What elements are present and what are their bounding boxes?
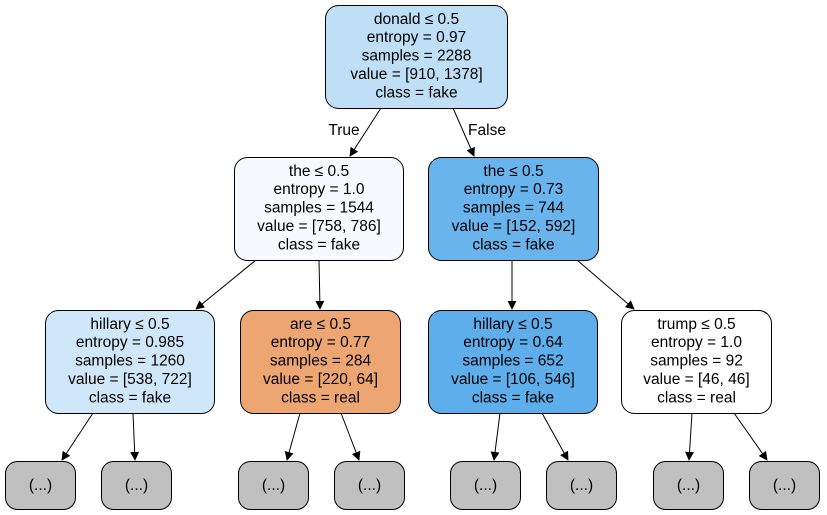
truncated-node-rl-b: (...) (546, 461, 617, 510)
entropy-label: entropy = 0.77 (271, 334, 371, 351)
entropy-label: entropy = 0.97 (367, 29, 467, 46)
node-box (749, 461, 820, 510)
node-box (101, 461, 172, 510)
truncated-label: (...) (677, 477, 700, 494)
value-label: value = [46, 46] (643, 371, 749, 388)
class-label: class = fake (278, 236, 360, 253)
truncated-node-ll-b: (...) (101, 461, 172, 510)
edge-arrow-rl-rl-a (490, 412, 501, 461)
split-condition: hillary ≤ 0.5 (473, 316, 552, 333)
node-box (653, 461, 724, 510)
class-label: class = fake (472, 389, 554, 406)
value-label: value = [758, 786] (257, 218, 381, 235)
split-condition: trump ≤ 0.5 (657, 316, 735, 333)
class-label: class = fake (89, 389, 171, 406)
edge-arrow-ll-ll-a (61, 412, 94, 461)
samples-label: samples = 1260 (75, 353, 185, 370)
split-condition: are ≤ 0.5 (290, 316, 351, 333)
samples-label: samples = 1544 (264, 200, 374, 217)
class-label: class = real (281, 389, 360, 406)
node-box (234, 157, 404, 261)
edge-arrow-l-lr (315, 259, 325, 310)
edge-arrow-rl-rl-b (541, 412, 569, 461)
value-label: value = [152, 592] (452, 218, 576, 235)
split-condition: the ≤ 0.5 (289, 163, 349, 180)
edge-arrow-r-rr (576, 259, 635, 310)
entropy-label: entropy = 0.64 (463, 334, 563, 351)
truncated-label: (...) (474, 477, 497, 494)
entropy-label: entropy = 1.0 (274, 181, 365, 198)
edge-arrow-root-l (349, 107, 382, 157)
split-condition: hillary ≤ 0.5 (90, 316, 169, 333)
truncated-node-lr-b: (...) (334, 461, 405, 510)
node-box (334, 461, 405, 510)
edge-label-true: True (328, 122, 359, 139)
truncated-node-lr-a: (...) (238, 461, 309, 510)
truncated-label: (...) (125, 477, 148, 494)
class-label: class = fake (472, 236, 554, 253)
edge-arrow-rr-rr-a (685, 412, 695, 461)
truncated-label: (...) (773, 477, 796, 494)
truncated-node-rr-b: (...) (749, 461, 820, 510)
truncated-label: (...) (29, 477, 52, 494)
truncated-label: (...) (262, 477, 285, 494)
value-label: value = [220, 64] (263, 371, 378, 388)
value-label: value = [538, 722] (68, 371, 192, 388)
entropy-label: entropy = 0.73 (464, 181, 564, 198)
node-box (546, 461, 617, 510)
value-label: value = [910, 1378] (350, 66, 482, 83)
entropy-label: entropy = 1.0 (651, 334, 742, 351)
class-label: class = real (657, 389, 736, 406)
edge-arrow-lr-lr-a (284, 412, 301, 461)
node-box (5, 461, 76, 510)
node-box (428, 157, 599, 261)
edge-arrow-l-ll (195, 259, 257, 310)
node-box (238, 461, 309, 510)
edge-arrow-lr-lr-b (340, 412, 361, 461)
truncated-node-ll-a: (...) (5, 461, 76, 510)
edges-layer: True False (61, 107, 768, 461)
node-box (428, 310, 598, 414)
truncated-label: (...) (358, 477, 381, 494)
samples-label: samples = 284 (270, 353, 372, 370)
samples-label: samples = 92 (650, 353, 743, 370)
edge-arrow-rr-rr-b (733, 412, 768, 461)
value-label: value = [106, 546] (451, 371, 575, 388)
truncated-node-rr-a: (...) (653, 461, 724, 510)
split-condition: the ≤ 0.5 (483, 163, 543, 180)
edge-arrow-ll-ll-b (130, 412, 140, 461)
entropy-label: entropy = 0.985 (76, 334, 184, 351)
edge-label-false: False (468, 122, 506, 139)
split-condition: donald ≤ 0.5 (374, 11, 459, 28)
node-box (621, 310, 772, 414)
node-box (325, 5, 508, 109)
node-box (240, 310, 401, 414)
samples-label: samples = 2288 (362, 48, 472, 65)
samples-label: samples = 652 (462, 353, 563, 370)
node-box (450, 461, 521, 510)
truncated-node-rl-a: (...) (450, 461, 521, 510)
truncated-label: (...) (570, 477, 593, 494)
node-box (45, 310, 215, 414)
samples-label: samples = 744 (463, 200, 565, 217)
class-label: class = fake (375, 84, 457, 101)
edge-arrow-root-r (452, 107, 475, 157)
